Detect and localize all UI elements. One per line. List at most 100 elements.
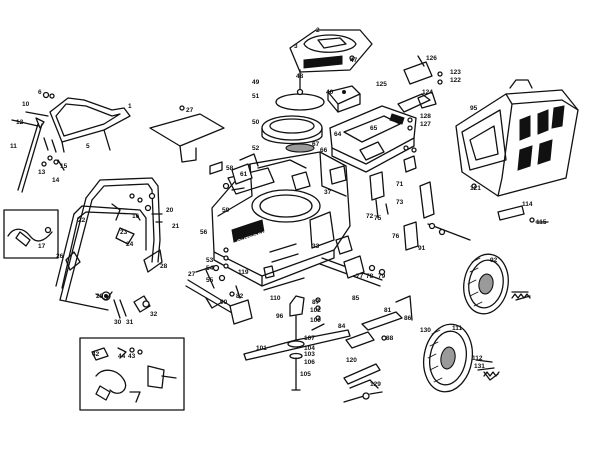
part-label: 111 <box>452 325 463 332</box>
part-label: 49 <box>252 79 260 86</box>
part-label: 64 <box>334 131 342 138</box>
part-label: 119 <box>238 269 249 276</box>
rear-wheel <box>463 253 531 315</box>
part-label: 90 <box>220 299 228 306</box>
part-label: 127 <box>420 121 431 128</box>
part-label: 16 <box>132 213 140 220</box>
part-label: 115 <box>536 219 547 226</box>
part-label: 32 <box>150 311 158 318</box>
part-label: 78 <box>366 273 374 280</box>
hinge-bracket <box>403 55 443 131</box>
part-label: 73 <box>396 199 404 206</box>
motor-block <box>327 85 361 113</box>
part-label: 10 <box>22 101 30 108</box>
part-label: 5 <box>86 143 90 150</box>
part-label: 51 <box>252 93 260 100</box>
part-label: 92 <box>490 257 498 264</box>
rear-flap <box>369 145 417 219</box>
side-discharge-parts <box>345 295 413 349</box>
part-label: 27 <box>188 271 196 278</box>
part-label: 22 <box>78 217 86 224</box>
rear-axle <box>319 235 386 287</box>
part-label: 112 <box>472 355 483 362</box>
upper-handle <box>11 91 131 193</box>
part-label: 13 <box>38 169 46 176</box>
part-label: 26 <box>56 253 64 260</box>
part-label: 17 <box>38 243 46 250</box>
part-label: 29 <box>96 293 104 300</box>
part-label: 88 <box>386 335 394 342</box>
part-label: 3 <box>294 43 298 50</box>
motor-fan <box>261 69 325 153</box>
part-label: 1 <box>128 103 132 110</box>
part-label: 20 <box>166 207 174 214</box>
part-label: 100 <box>310 317 321 324</box>
part-label: 120 <box>346 357 357 364</box>
left-small-parts <box>195 247 241 309</box>
fan-cover <box>289 29 373 73</box>
part-label: 122 <box>450 77 461 84</box>
blade-assembly <box>243 295 351 391</box>
part-label: 66 <box>320 147 328 154</box>
tools <box>343 363 383 403</box>
part-label: 124 <box>422 89 433 96</box>
part-label: 114 <box>522 201 533 208</box>
part-label: 84 <box>338 323 346 330</box>
part-label: 6 <box>38 89 42 96</box>
part-label: 130 <box>420 327 431 334</box>
part-label: 131 <box>474 363 485 370</box>
part-label: 14 <box>52 177 60 184</box>
part-label: 75 <box>374 215 382 222</box>
grass-catcher <box>455 79 579 197</box>
part-label: 44 <box>118 353 126 360</box>
part-label: 61 <box>240 171 248 178</box>
part-label: 42 <box>92 351 100 358</box>
part-label: 53 <box>206 257 214 264</box>
part-label: 82 <box>236 293 244 300</box>
part-label: 65 <box>370 125 378 132</box>
part-label: 79 <box>378 273 386 280</box>
cable-inset-box <box>3 209 59 259</box>
lower-handle <box>55 177 163 319</box>
part-label: 21 <box>172 223 180 230</box>
part-label: 86 <box>404 315 412 322</box>
part-label: 106 <box>304 359 315 366</box>
part-label: 96 <box>276 313 284 320</box>
part-label: 24 <box>126 241 134 248</box>
deck-switch-parts <box>209 161 347 191</box>
part-label: 104 <box>304 345 315 352</box>
part-label: 81 <box>384 307 392 314</box>
part-label: 95 <box>470 105 478 112</box>
part-labels: 1 2 3 5 6 10 11 12 13 14 15 16 17 20 21 … <box>10 27 547 388</box>
front-axle <box>185 264 305 325</box>
deflector-plate <box>149 105 225 163</box>
part-label: 40 <box>326 89 334 96</box>
part-label: 87 <box>312 299 320 306</box>
height-adjusters <box>403 181 549 251</box>
part-label: 11 <box>10 143 17 150</box>
part-label: 91 <box>418 245 426 252</box>
part-label: 15 <box>60 163 68 170</box>
part-label: 101 <box>256 345 267 352</box>
part-label: 48 <box>296 73 304 80</box>
springs <box>483 293 531 377</box>
part-label: 43 <box>128 353 136 360</box>
part-label: 72 <box>366 213 374 220</box>
part-label: 107 <box>304 335 315 342</box>
part-label: 110 <box>270 295 281 302</box>
part-label: 77 <box>356 273 364 280</box>
part-label: 47 <box>350 57 358 64</box>
part-label: 71 <box>396 181 404 188</box>
part-label: 102 <box>310 307 321 314</box>
part-label: 23 <box>120 229 128 236</box>
part-label: 31 <box>126 319 134 326</box>
part-label: 37 <box>324 189 332 196</box>
part-label: 121 <box>470 185 481 192</box>
grass-hood <box>329 93 431 173</box>
part-label: 67 <box>312 141 320 148</box>
part-label: 126 <box>426 55 437 62</box>
mower-deck <box>211 151 351 287</box>
part-label: 58 <box>226 165 234 172</box>
part-label: 105 <box>300 371 311 378</box>
